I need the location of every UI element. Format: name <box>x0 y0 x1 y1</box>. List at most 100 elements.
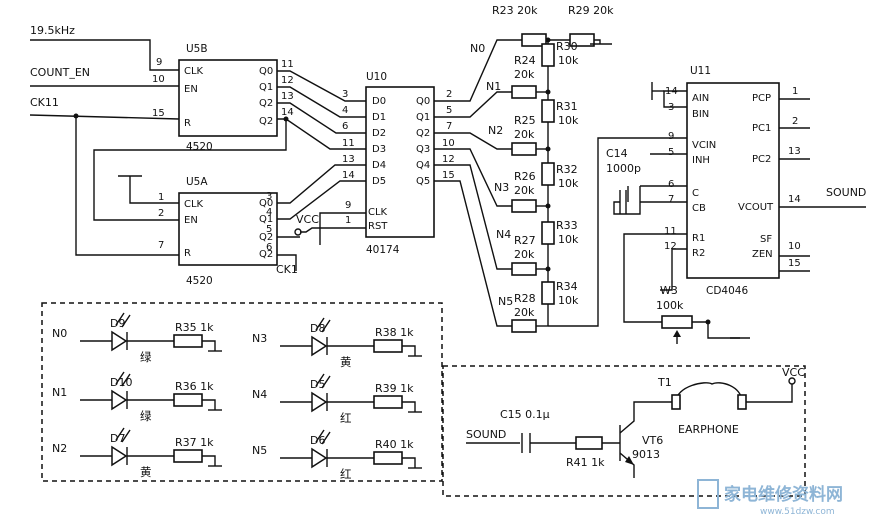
u5a-pin-4: 4 <box>266 207 272 218</box>
label-r23: R23 20k <box>492 4 538 17</box>
led-color-label: 黄 <box>340 355 352 369</box>
led-color-label: 红 <box>340 411 352 425</box>
label-r31: R31 <box>556 100 578 113</box>
u11-label-inh: INH <box>692 155 710 166</box>
u11-pin-5: 5 <box>668 147 674 158</box>
u5a-label-r: R <box>184 248 191 259</box>
u11-pin-6: 6 <box>668 179 674 190</box>
value-r30: 10k <box>558 54 579 67</box>
u11-body <box>686 82 780 279</box>
chip-u11: U11 CD4046 AIN BIN VCIN INH C CB R1 R2 P… <box>664 65 801 297</box>
u11-ref: U11 <box>690 65 711 77</box>
audio-output: VCC C15 0.1μ R41 1k VT6 9013 T1 EARPHONE <box>466 366 805 478</box>
u5b-pin-12: 12 <box>281 75 294 86</box>
u10-label-rst: RST <box>368 221 388 232</box>
led-color-label: 黄 <box>140 465 152 479</box>
u11-label-pc2: PC2 <box>752 154 771 165</box>
led-net-label: N4 <box>252 388 267 401</box>
watermark-text: 家电维修资料网 <box>724 484 843 505</box>
value-r25: 20k <box>514 128 535 141</box>
u5a-pin-7: 7 <box>158 240 164 251</box>
label-w3: W3 <box>660 284 678 297</box>
label-r30: R30 <box>556 40 578 53</box>
u10-label-q0: Q0 <box>416 96 430 107</box>
resistor-r27 <box>511 262 537 276</box>
u10-label-d2: D2 <box>372 128 386 139</box>
label-count-en: COUNT_EN <box>30 66 90 79</box>
junction-dot <box>545 266 551 272</box>
label-vt6-part: 9013 <box>632 448 660 461</box>
u11-pin-11: 11 <box>664 226 677 237</box>
u10-pin-4: 4 <box>342 105 348 116</box>
resistor-r32 <box>541 162 555 186</box>
u10-pin-12: 12 <box>442 154 455 165</box>
resistor-r39 <box>373 395 403 409</box>
u5b-pin-9: 9 <box>156 57 162 68</box>
led-diode-label: D8 <box>310 322 325 335</box>
led-resistor-label: R38 1k <box>375 326 414 339</box>
led-d5-diode-icon <box>311 391 328 413</box>
u10-pin-10: 10 <box>442 138 455 149</box>
resistor-r34 <box>541 281 555 305</box>
u10-pin-9: 9 <box>345 200 351 211</box>
u10-label-d5: D5 <box>372 176 386 187</box>
net-n2: N2 <box>488 124 503 137</box>
resistor-ladder: R23 20k R29 20k R30 10k R31 10k R32 10k … <box>470 4 687 333</box>
led-d8-wire-out <box>402 345 416 356</box>
u5a-pin-3: 3 <box>266 191 272 202</box>
led-resistor-label: R40 1k <box>375 438 414 451</box>
led-diode-label: D5 <box>310 378 325 391</box>
u5b-body <box>178 59 278 137</box>
u10-label-q5: Q5 <box>416 176 430 187</box>
led-resistor-label: R37 1k <box>175 436 214 449</box>
watermark-url: www.51dzw.com <box>760 507 835 517</box>
audio-panel-frame <box>442 365 806 497</box>
u10-label-q4: Q4 <box>416 160 430 171</box>
u10-label-d0: D0 <box>372 96 386 107</box>
u10-pin-13: 13 <box>342 154 355 165</box>
resistor-r37 <box>173 449 203 463</box>
earphone-left <box>671 394 681 410</box>
earphone-headband <box>675 382 743 403</box>
u10-label-d4: D4 <box>372 160 386 171</box>
resistor-r28 <box>511 319 537 333</box>
u11-pin-2: 2 <box>792 116 798 127</box>
u5a-part: 4520 <box>186 275 213 287</box>
u5a-pin-2: 2 <box>158 208 164 219</box>
u11-label-vcin: VCIN <box>692 140 716 151</box>
u11-label-r2: R2 <box>692 248 705 259</box>
led-d7-light-arrow-icon <box>121 429 131 443</box>
u5b-part: 4520 <box>186 141 213 153</box>
led-panel-frame <box>41 302 443 482</box>
value-c14: 1000p <box>606 162 641 175</box>
led-resistor-label: R36 1k <box>175 380 214 393</box>
led-d8-light-arrow-icon <box>321 319 331 333</box>
label-sound-in: SOUND <box>466 428 506 441</box>
u5a-ref: U5A <box>186 176 208 188</box>
u5b-pin-13: 13 <box>281 91 294 102</box>
u5a-label-en: EN <box>184 215 198 226</box>
led-d9-light-arrow-icon <box>115 312 125 326</box>
led-net-label: N0 <box>52 327 67 340</box>
u5a-pin-1: 1 <box>158 192 164 203</box>
led-color-label: 红 <box>340 467 352 481</box>
led-diode-label: D6 <box>310 434 325 447</box>
resistor-r38 <box>373 339 403 353</box>
u5b-pin-10: 10 <box>152 74 165 85</box>
u11-pin-15: 15 <box>788 258 801 269</box>
led-d5-light-arrow-icon <box>321 375 331 389</box>
led-d5-wire-out <box>402 401 416 412</box>
resistor-r26 <box>511 199 537 213</box>
value-r34: 10k <box>558 294 579 307</box>
net-n1: N1 <box>486 80 501 93</box>
led-d7-light-arrow-icon <box>115 427 125 441</box>
chip-u5a: U5A 4520 CLK EN R Q0 Q1 Q2 Q2 1 2 7 3 4 … <box>158 176 278 287</box>
led-d7-wire-out <box>202 455 216 466</box>
led-d9-light-arrow-icon <box>121 314 131 328</box>
u10-label-d1: D1 <box>372 112 386 123</box>
resistor-r25 <box>511 142 537 156</box>
earphone-right <box>737 394 747 410</box>
label-vt6: VT6 <box>642 434 663 447</box>
